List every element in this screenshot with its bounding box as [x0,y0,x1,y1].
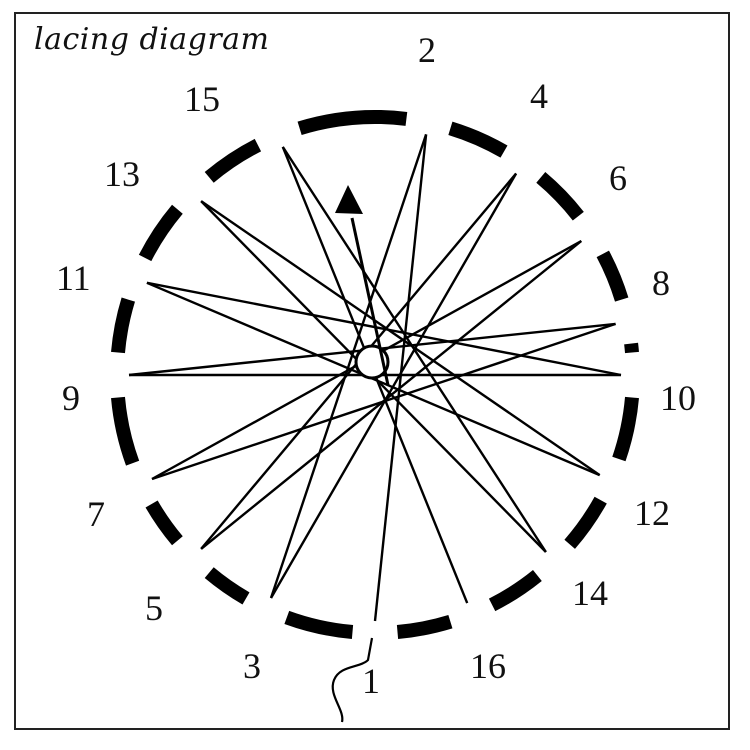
hole-label-11: 11 [56,258,91,298]
ring-segment [448,121,508,158]
thread-tail [331,637,374,723]
lace-line [269,134,428,599]
hole-label-14: 14 [572,573,608,613]
ring-segment [111,396,140,466]
ring-segment [536,172,584,221]
ring-segment [297,110,408,136]
hole-label-12: 12 [634,493,670,533]
hole-label-7: 7 [87,494,105,534]
ring-segment [624,342,639,354]
ring-segment [111,297,136,354]
ring-segment [488,570,542,612]
ring-segment [596,250,629,302]
ring-segment [612,396,639,462]
ring-segment [138,204,183,262]
ring [111,110,639,639]
lace-line [200,200,601,477]
diagram-title: lacing diagram [34,22,270,57]
hole-label-4: 4 [530,76,548,116]
hole-label-5: 5 [145,588,163,628]
ring-segment [204,567,250,605]
hole-label-3: 3 [243,646,261,686]
ring-segment [204,138,262,183]
lace-line [146,281,622,377]
ring-segment [564,496,607,549]
ring-segment [145,500,183,546]
ring-segment [396,614,453,639]
ring-segment [284,610,354,639]
hole-label-1: 1 [362,661,380,701]
arrow-head-icon [335,185,363,214]
hole-label-6: 6 [609,158,627,198]
lace-line [269,172,518,599]
hole-label-16: 16 [470,646,506,686]
hole-label-13: 13 [104,154,140,194]
lace-line [151,322,616,481]
lace-line [373,134,428,622]
hole-label-8: 8 [652,263,670,303]
hole-label-10: 10 [660,378,696,418]
lace-line [281,146,547,553]
arrow-line [350,217,390,386]
hole-label-9: 9 [62,378,80,418]
hole-label-15: 15 [184,79,220,119]
hole-label-2: 2 [418,30,436,70]
